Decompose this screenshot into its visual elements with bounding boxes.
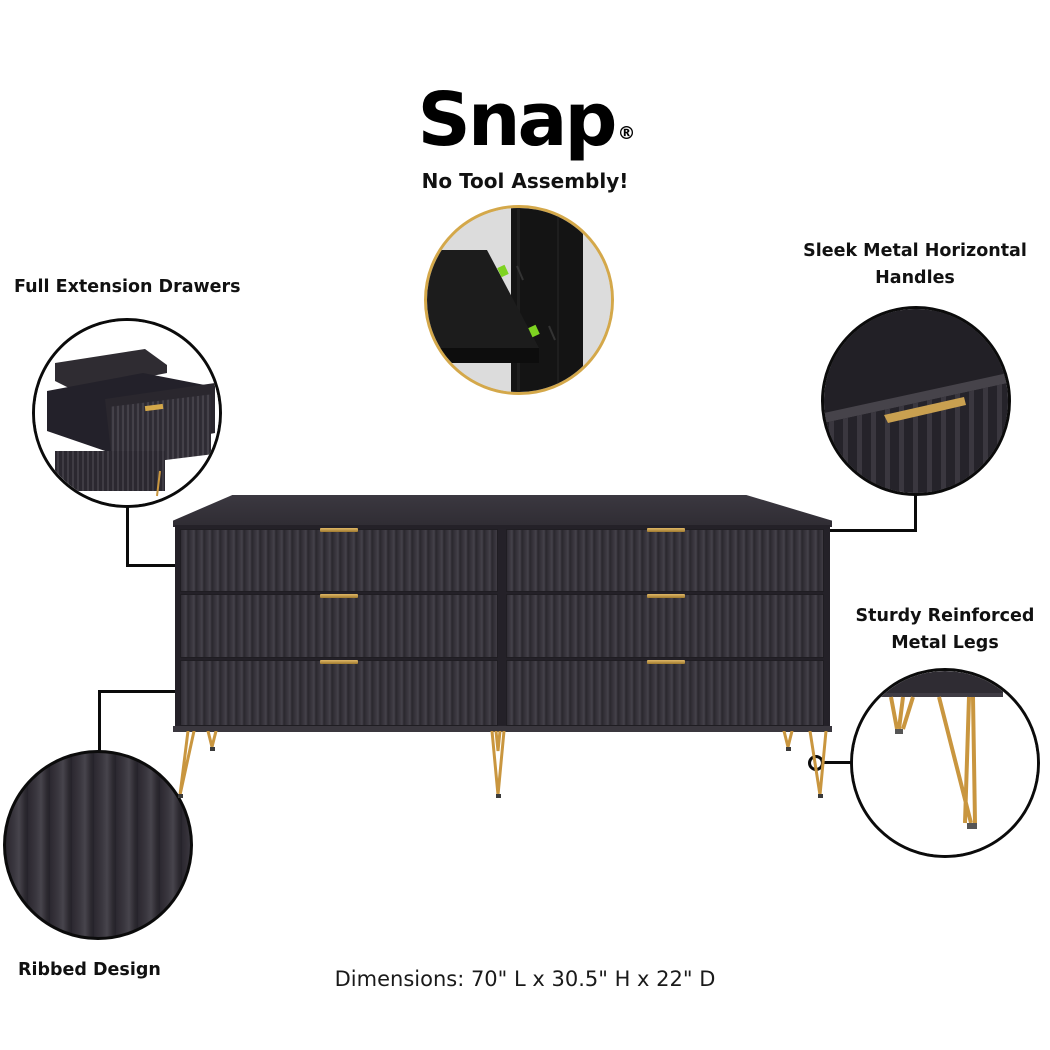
label-line-2: Handles [875,268,955,288]
assembly-detail-image [424,205,614,395]
registered-mark: ® [617,123,636,144]
handle-left-3 [320,660,358,664]
brand-tagline: No Tool Assembly! [421,169,629,193]
connector-line-ribbed-vertical [98,690,101,752]
metal-handles-image [821,306,1011,496]
handle-right-1 [647,528,685,532]
drawer-right-2 [506,594,824,658]
feature-label-sturdy-metal-legs: Sturdy Reinforced Metal Legs [830,603,1050,657]
drawer-left-3 [180,660,498,726]
leg-closeup-illustration [853,671,1037,855]
label-line-2: Metal Legs [891,633,999,653]
handle-right-2 [647,594,685,598]
hairpin-legs [178,731,828,798]
brand-name: Snap [417,77,618,163]
drawer-left-2 [180,594,498,658]
dresser-top [173,495,832,527]
drawer-right-3 [506,660,824,726]
metal-legs-image [850,668,1040,858]
handle-left-1 [320,528,358,532]
feature-label-full-extension-drawers: Full Extension Drawers [14,277,241,297]
handle-right-3 [647,660,685,664]
feature-label-sleek-metal-handles: Sleek Metal Horizontal Handles [780,238,1050,292]
full-extension-drawers-image [32,318,222,508]
connector-line-handles-vertical [914,494,917,532]
dimensions-text: Dimensions: 70" L x 30.5" H x 22" D [334,967,716,991]
dresser-product [170,493,835,803]
drawer-left-1 [180,529,498,592]
handle-closeup-illustration [824,309,1008,493]
label-line-1: Sturdy Reinforced [855,606,1035,626]
connector-line-legs-horizontal [822,761,852,764]
handle-left-2 [320,594,358,598]
feature-label-ribbed-design: Ribbed Design [18,960,161,980]
snap-joint-illustration [427,208,611,392]
brand-title: Snap® [0,78,1050,162]
drawer-right-1 [506,529,824,592]
ribbed-design-image [3,750,193,940]
label-line-1: Sleek Metal Horizontal [803,241,1027,261]
connector-line-drawers-vertical [126,506,129,567]
dresser-plinth [173,726,832,732]
open-drawer-illustration [35,321,219,505]
